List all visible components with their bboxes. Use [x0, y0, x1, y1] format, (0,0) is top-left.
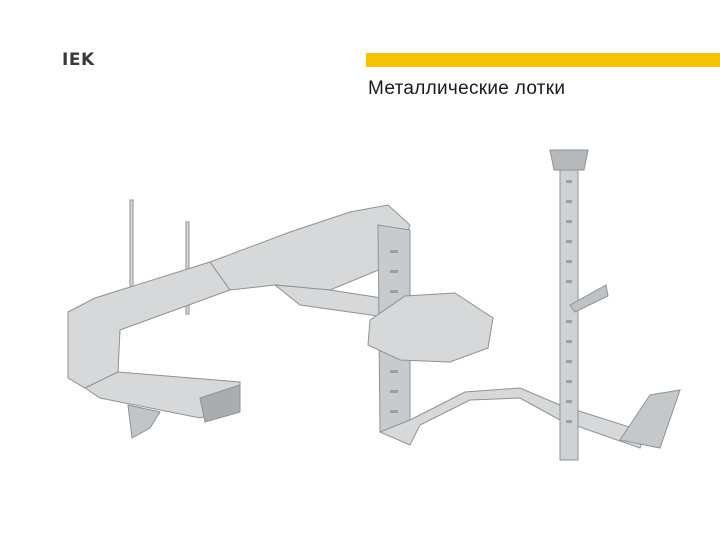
- tray-cross: [367, 292, 494, 363]
- bracket-arm: [569, 284, 609, 313]
- iek-logo: IEK: [62, 50, 95, 70]
- accent-bar: [366, 53, 720, 67]
- tray-end: [199, 384, 241, 423]
- wall-bracket: [127, 404, 161, 439]
- strut-mount: [549, 149, 589, 171]
- page-title: Металлические лотки: [368, 78, 566, 99]
- hanger-rod: [129, 199, 134, 296]
- tray-section: [67, 261, 231, 389]
- hanger-rod: [185, 221, 190, 315]
- tray-end: [619, 389, 681, 449]
- tray-section: [378, 387, 646, 449]
- tray-section: [273, 284, 396, 319]
